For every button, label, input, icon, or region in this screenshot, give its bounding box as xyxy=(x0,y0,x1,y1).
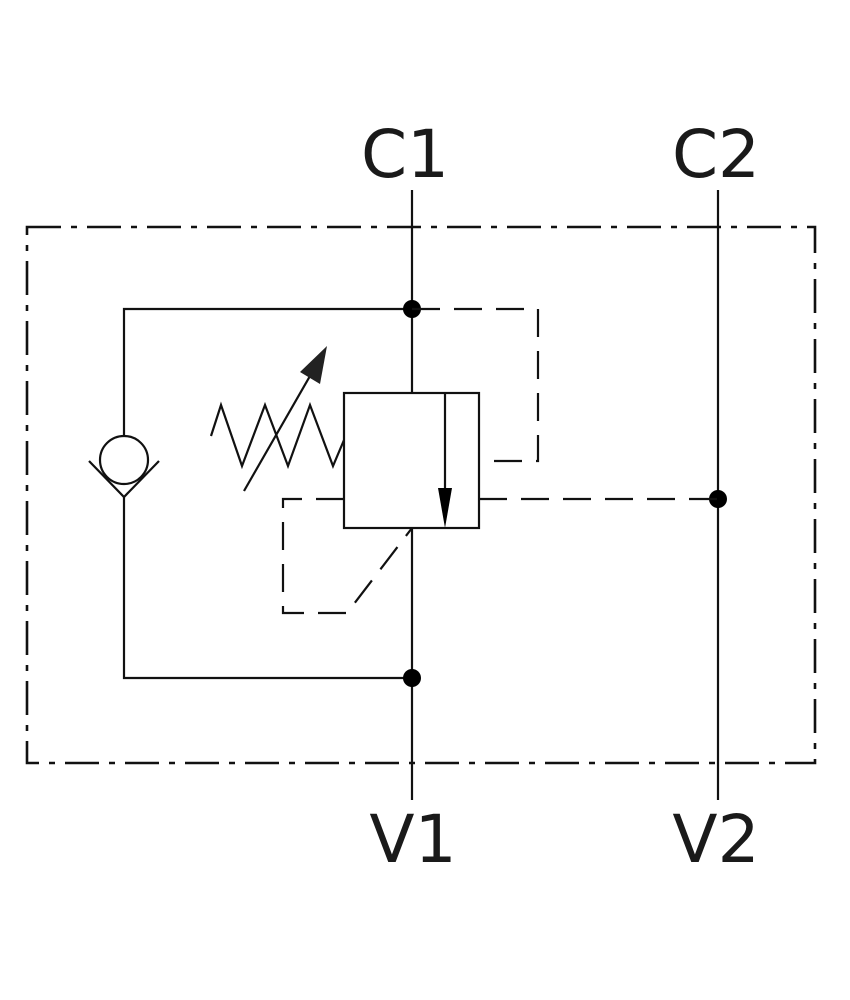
bypass-line-top xyxy=(122,307,412,436)
junction-dot-v1 xyxy=(403,669,421,687)
port-label-v2: V2 xyxy=(672,801,759,878)
check-valve-icon xyxy=(88,434,160,499)
counterbalance-valve-body xyxy=(342,391,481,530)
flow-arrow-icon xyxy=(438,393,452,528)
port-label-v1: V1 xyxy=(369,801,456,878)
junction-dot-c2-pilot xyxy=(709,490,727,508)
valve-enclosure-boundary xyxy=(25,225,817,765)
drain-line xyxy=(281,497,413,615)
adjustable-spring-icon xyxy=(209,401,346,470)
adjustment-arrow-icon xyxy=(243,346,327,492)
port-label-c1: C1 xyxy=(361,116,449,193)
pilot-line-c1 xyxy=(412,307,540,463)
port-label-c2: C2 xyxy=(672,116,760,193)
bypass-line-bottom xyxy=(122,497,412,680)
